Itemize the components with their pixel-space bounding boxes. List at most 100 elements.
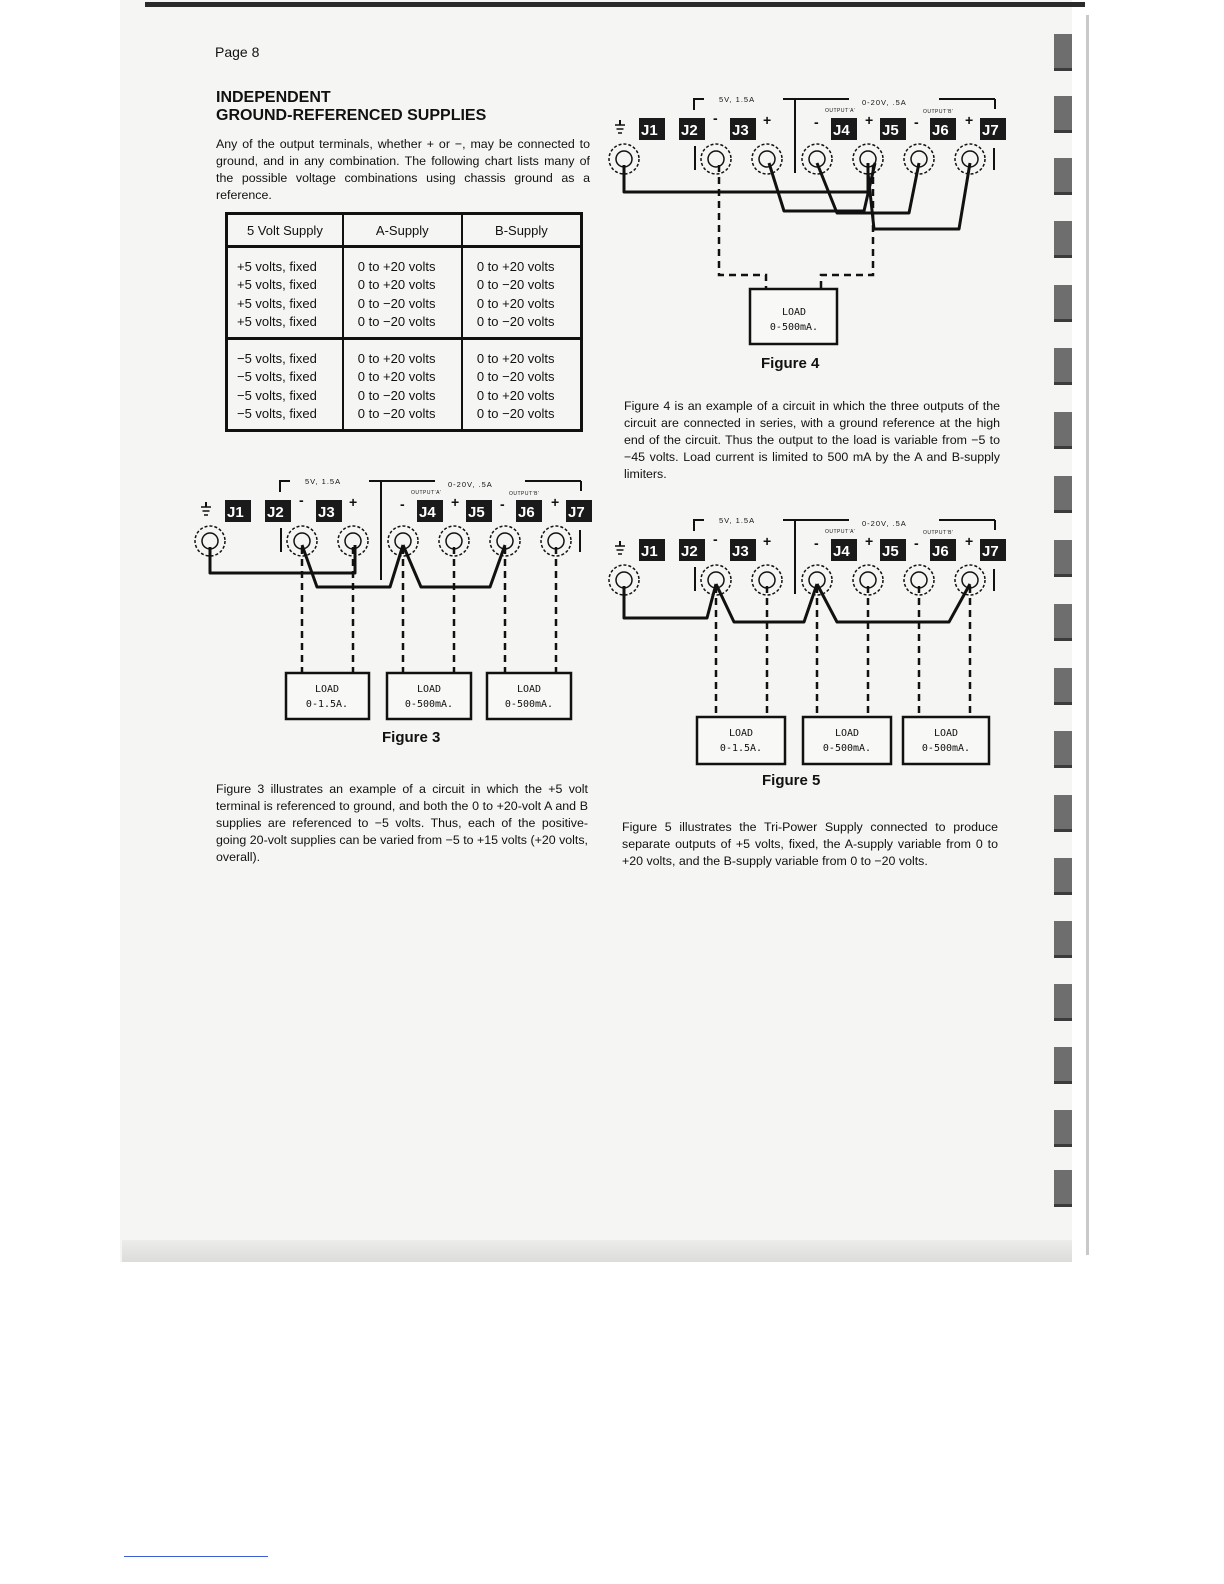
jack-label: J4 — [833, 543, 850, 560]
voltage-combinations-table: 5 Volt Supply A-Supply B-Supply +5 volts… — [225, 212, 583, 432]
jack-j1: J1 — [639, 539, 665, 561]
jack-label: J7 — [982, 122, 999, 139]
table-cell: +5 volts, fixed — [225, 246, 344, 276]
jack-label: J7 — [982, 543, 999, 560]
table-row: −5 volts, fixed 0 to +20 volts 0 to +20 … — [225, 338, 583, 368]
jack-label-box — [880, 539, 906, 561]
table-cell: 0 to +20 volts — [341, 275, 463, 294]
figure-5-diagram: 5V, 1.5A 0-20V, .5A OUTPUT’A’ OUTPUT’B’ … — [608, 516, 1006, 766]
figure-5-description: Figure 5 illustrates the Tri-Power Suppl… — [622, 820, 998, 868]
jack-j7: J7 — [566, 500, 592, 522]
section-heading: INDEPENDENT GROUND-REFERENCED SUPPLIES — [216, 89, 486, 125]
table-cell: 0 to +20 volts — [341, 338, 463, 368]
terminal-knob-j4 — [801, 564, 833, 596]
minus-sign: - — [713, 110, 718, 126]
jack-label-box — [831, 539, 857, 561]
load-box-frame — [385, 671, 473, 721]
label-5v: 5V, 1.5A — [305, 477, 341, 486]
jack-label: J5 — [882, 543, 899, 560]
wire-j1-j5 — [622, 163, 870, 194]
jack-label: J6 — [932, 543, 949, 560]
intro-paragraph: Any of the output terminals, whether + o… — [216, 137, 590, 202]
terminal-knob-j7 — [540, 525, 572, 557]
index-tab — [1054, 604, 1072, 641]
load-rating: 0-500mA. — [922, 743, 970, 754]
minus-sign: - — [400, 496, 405, 512]
column-header: B-Supply — [460, 213, 583, 248]
figure-3-caption: Figure 3 — [382, 729, 441, 746]
terminal-knob-j3-core — [758, 571, 776, 589]
load-title: LOAD — [782, 307, 806, 318]
index-tab — [1054, 158, 1072, 195]
table-cell: 0 to −20 volts — [460, 275, 583, 294]
terminal-knob-j6 — [903, 564, 935, 596]
terminal-knob-j1-core — [201, 532, 219, 550]
terminal-knob-j7-core — [547, 532, 565, 550]
table-cell: 0 to +20 volts — [341, 246, 463, 276]
table-cell: 0 to −20 volts — [341, 386, 463, 405]
label-output-a: OUTPUT’A’ — [825, 108, 855, 114]
terminal-knob-j2 — [286, 525, 318, 557]
jack-j3: J3 — [730, 539, 756, 561]
wire-j3-j4 — [767, 162, 877, 213]
plus-sign: + — [965, 112, 973, 128]
jack-j5: J5 — [880, 118, 906, 140]
minus-sign: - — [914, 114, 919, 130]
jack-label-box — [316, 500, 342, 522]
terminal-knob-j1-core — [615, 150, 633, 168]
table-row: −5 volts, fixed 0 to +20 volts 0 to −20 … — [225, 367, 583, 386]
load-box: LOAD 0-1.5A. — [284, 671, 371, 721]
load-box: LOAD 0-1.5A. — [695, 715, 787, 766]
load-title: LOAD — [517, 684, 541, 695]
table-row: +5 volts, fixed 0 to −20 volts 0 to +20 … — [225, 294, 583, 313]
load-box: LOAD 0-500mA. — [801, 715, 893, 766]
label-output-b: OUTPUT’B’ — [923, 109, 954, 115]
paper-right-edge — [1086, 15, 1089, 1255]
index-tab — [1054, 1170, 1072, 1207]
jack-label-box — [679, 539, 705, 561]
terminal-knob-j4 — [801, 143, 833, 175]
table-row: +5 volts, fixed 0 to +20 volts 0 to +20 … — [225, 246, 583, 276]
figure-3-diagram: 5V, 1.5A 0-20V, .5A OUTPUT’A’ OUTPUT’B’ … — [194, 477, 592, 721]
jack-label-box — [730, 539, 756, 561]
jack-label: J3 — [318, 504, 335, 521]
label-output-b: OUTPUT’B’ — [923, 530, 954, 536]
jack-label: J4 — [833, 122, 850, 139]
table-row: +5 volts, fixed 0 to +20 volts 0 to −20 … — [225, 275, 583, 294]
label-output-a: OUTPUT’A’ — [411, 490, 441, 496]
terminal-knob-j3 — [337, 525, 369, 557]
jack-label: J2 — [681, 122, 698, 139]
terminal-knob-j1-core — [615, 571, 633, 589]
table-row: +5 volts, fixed 0 to −20 volts 0 to −20 … — [225, 312, 583, 340]
load-rating: 0-500mA. — [505, 699, 553, 710]
minus-sign: - — [299, 492, 304, 508]
terminal-knob-j2-core — [707, 150, 725, 168]
terminal-knob-j3-core — [344, 532, 362, 550]
jack-j7: J7 — [980, 539, 1006, 561]
table-cell: 0 to +20 volts — [460, 386, 583, 405]
load-title: LOAD — [417, 684, 441, 695]
dashed-wire — [819, 165, 875, 291]
load-box: LOAD 0-500mA. — [748, 287, 839, 346]
table-cell: 0 to +20 volts — [460, 338, 583, 368]
load-rating: 0-1.5A. — [306, 699, 348, 710]
table-cell: 0 to −20 volts — [460, 367, 583, 386]
load-box: LOAD 0-500mA. — [385, 671, 473, 721]
jack-label-box — [980, 539, 1006, 561]
terminal-knob-j7 — [954, 564, 986, 596]
bottom-link-underline — [124, 1556, 268, 1557]
jack-label-box — [880, 118, 906, 140]
minus-sign: - — [914, 535, 919, 551]
jack-label-box — [639, 539, 665, 561]
table-row: −5 volts, fixed 0 to −20 volts 0 to −20 … — [225, 404, 583, 431]
bracket-5v-left — [279, 480, 290, 492]
minus-sign: - — [500, 496, 505, 512]
load-title: LOAD — [835, 728, 859, 739]
jack-j2: J2 — [265, 500, 291, 522]
wire-j1-j3 — [208, 545, 357, 575]
terminal-knob-j6 — [903, 143, 935, 175]
jack-j4: J4 — [831, 539, 857, 561]
jack-label: J2 — [681, 543, 698, 560]
label-output-b: OUTPUT’B’ — [509, 491, 540, 497]
index-tab — [1054, 921, 1072, 958]
